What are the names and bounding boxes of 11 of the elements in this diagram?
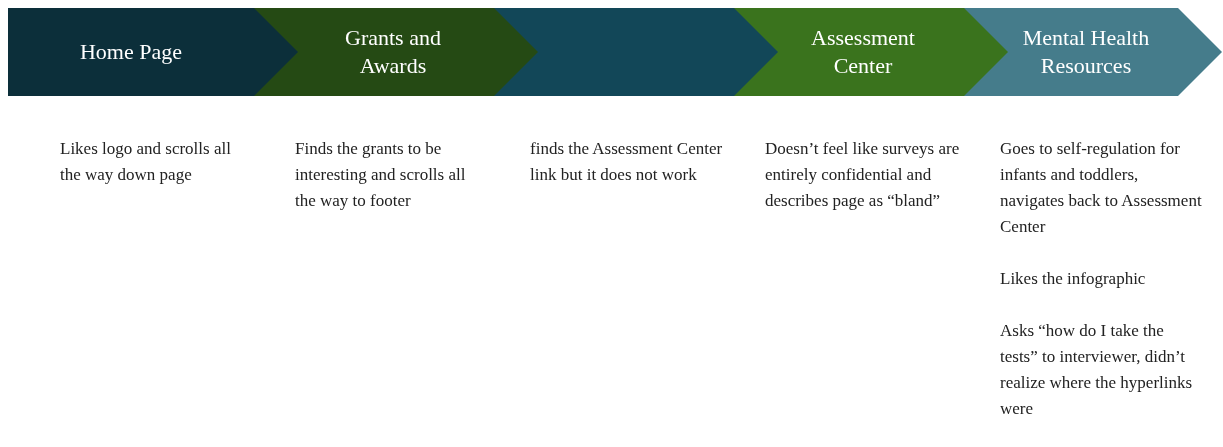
stage-title: Grants and Awards [344, 24, 442, 80]
note-text: finds the Assessment Center link but it does not work [530, 138, 724, 186]
note-text: Goes to self-regulation for infants and toddlers, navigates back to Assessment Center [1000, 138, 1203, 238]
stage-title: Home Page [80, 38, 182, 66]
note-text: Asks “how do I take the tests” to interviewer, didn’t realize where the hyperlinks were [1000, 320, 1194, 420]
note-text: Doesn’t feel like surveys are entirely confidential and describes page as “bland” [765, 138, 960, 212]
note-text: Finds the grants to be interesting and scrolls all the way to footer [295, 138, 467, 212]
stage-title: Mental Health Resources [1021, 24, 1151, 80]
stage-title: Assessment Center [810, 24, 916, 80]
note-text: Likes logo and scrolls all the way down page [60, 138, 232, 186]
note-text: Likes the infographic [1000, 268, 1147, 290]
